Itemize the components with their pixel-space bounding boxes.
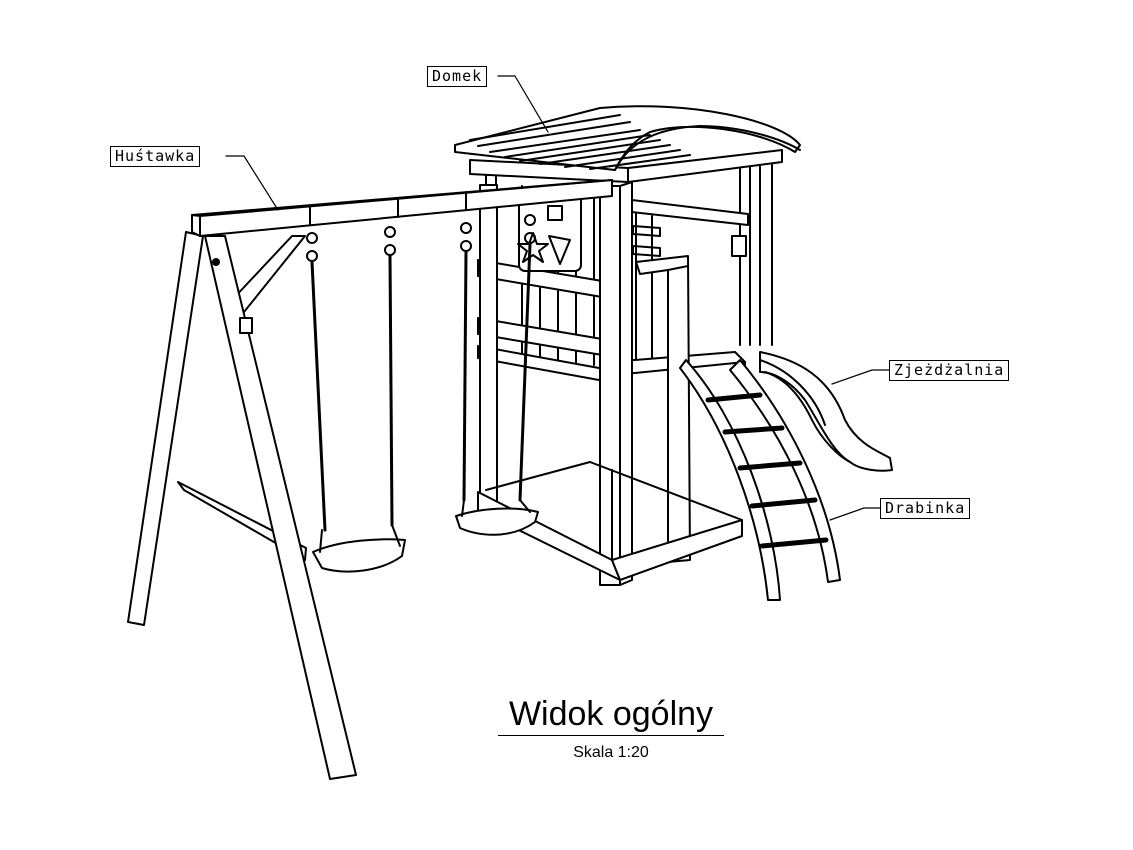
drawing-title: Widok ogólny [498,693,724,736]
callout-drabinka: Drabinka [880,498,971,519]
swing-frame [127,231,357,780]
ladder [679,359,841,601]
swing-left [306,226,406,573]
drawing-scale: Skala 1:20 [573,744,649,761]
swing-beam [191,179,613,237]
callout-leaders [225,75,890,521]
swing-right [455,214,539,536]
roof [454,105,801,171]
tower [469,149,783,586]
callout-domek: Domek [427,66,488,87]
slide [759,351,893,472]
callout-zjezdzalnia: Zjeżdżalnia [889,360,1010,381]
callout-hustawka: Huśtawka [110,146,201,167]
